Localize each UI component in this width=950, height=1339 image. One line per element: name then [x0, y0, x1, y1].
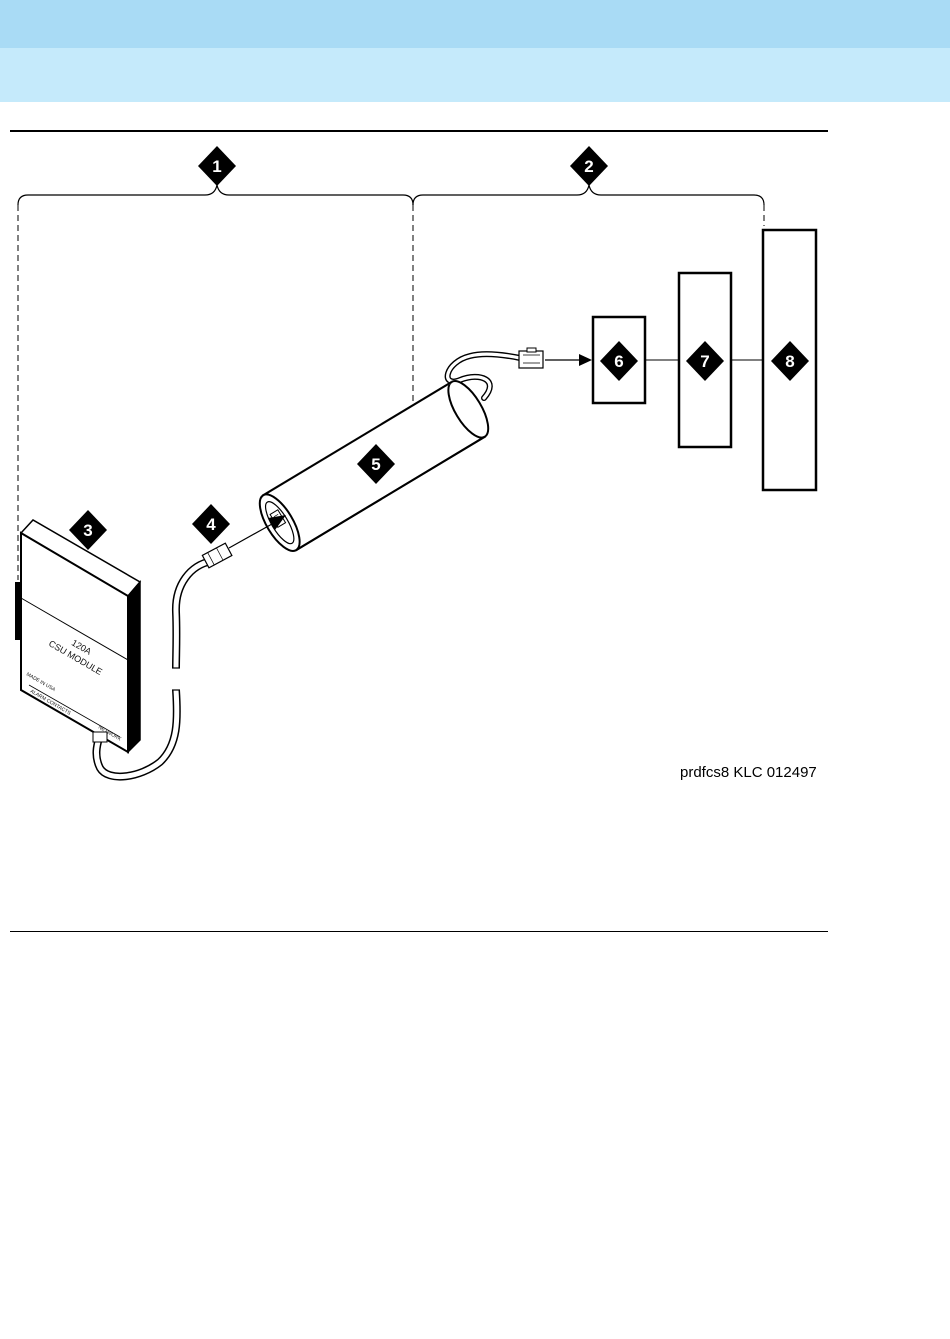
- csu-module: 120A CSU MODULE MADE IN USA ALARM CONTAC…: [15, 520, 140, 752]
- brace-section-1: [18, 185, 413, 205]
- callout-2-label: 2: [584, 157, 593, 176]
- arrow-to-equipment-6: [545, 354, 592, 366]
- bottom-rule: [10, 931, 828, 932]
- brace-section-2: [413, 185, 764, 205]
- callout-1-label: 1: [212, 157, 221, 176]
- callout-4: 4: [192, 504, 230, 544]
- callout-5-label: 5: [371, 455, 380, 474]
- callout-3-label: 3: [83, 521, 92, 540]
- callout-1: 1: [198, 146, 236, 186]
- cable-upper-section: [172, 561, 212, 668]
- figure-caption: prdfcs8 KLC 012497: [680, 764, 817, 781]
- callout-8-label: 8: [785, 352, 794, 371]
- callout-2: 2: [570, 146, 608, 186]
- callout-7-label: 7: [700, 352, 709, 371]
- modular-plug-left: [202, 543, 232, 568]
- callout-4-label: 4: [206, 515, 216, 534]
- modular-plug-right: [519, 348, 543, 368]
- callout-6-label: 6: [614, 352, 623, 371]
